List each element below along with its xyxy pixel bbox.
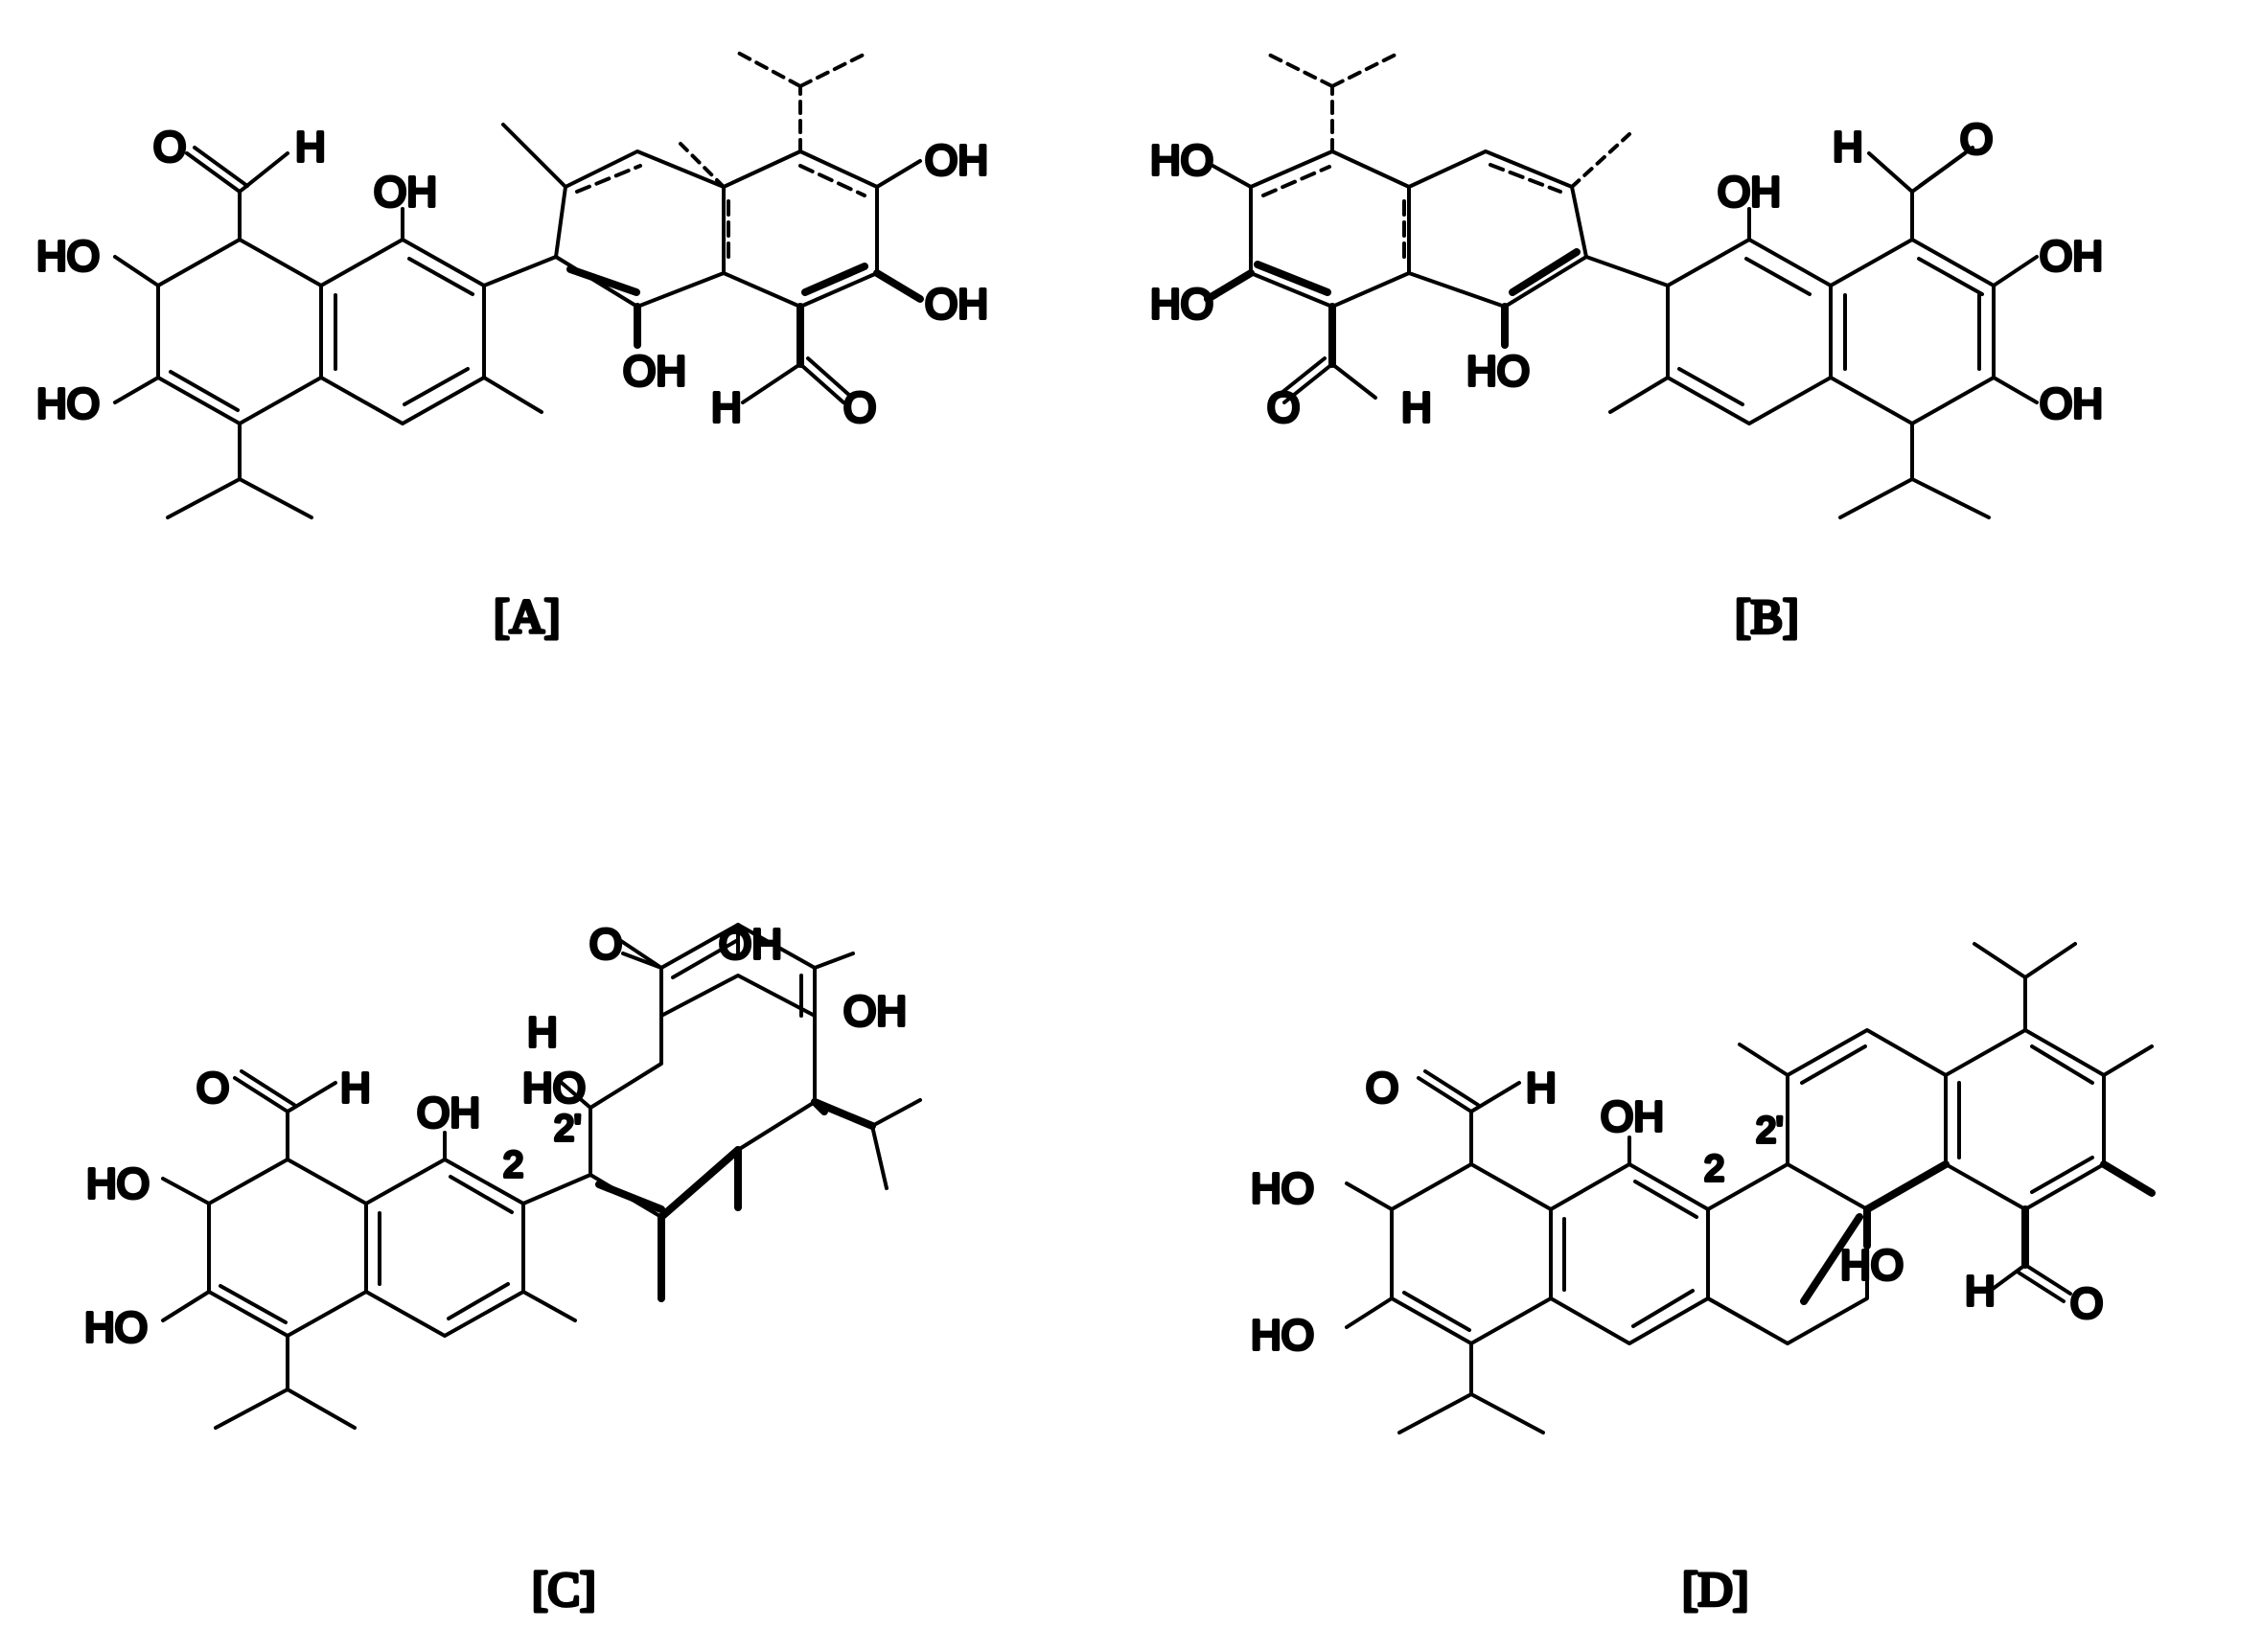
- atom-label: OH: [719, 921, 782, 968]
- atom-label: O: [1960, 116, 1993, 163]
- atom-label: OH: [2040, 380, 2103, 427]
- atom-label: HO: [36, 380, 100, 427]
- atom-label: O: [589, 921, 622, 968]
- locant-label: 2': [554, 1109, 581, 1149]
- atom-label: HO: [1150, 281, 1213, 328]
- locant-label: 2: [1704, 1149, 1724, 1189]
- atom-label: O: [1267, 384, 1300, 431]
- atom-label: HO: [522, 1065, 586, 1112]
- atom-label: OH: [1601, 1093, 1664, 1140]
- atom-label: OH: [925, 281, 988, 328]
- atom-label: OH: [1718, 169, 1781, 216]
- structure-d-labels: O H HO HO OH 2 2' HO H O [D]: [1249, 1063, 2105, 1618]
- atom-label: H: [1526, 1065, 1557, 1112]
- atom-label: H: [340, 1065, 371, 1112]
- atom-label: H: [527, 1009, 558, 1056]
- structure-a-labels: O H HO HO OH OH OH OH H O [A]: [35, 122, 990, 645]
- atom-label: OH: [925, 137, 988, 184]
- panel-caption: [D]: [1682, 1562, 1748, 1616]
- structure-c-labels: O H HO HO OH 2 2' HO O H OH OH [C]: [82, 919, 909, 1618]
- structure-b-labels: HO HO O H HO OH H O OH OH [B]: [1148, 114, 2105, 645]
- structure-b: [1204, 51, 2039, 519]
- atom-label: OH: [374, 169, 437, 216]
- atom-label: HO: [1251, 1165, 1314, 1212]
- structure-c: [161, 923, 922, 1430]
- atom-label: OH: [843, 988, 907, 1035]
- atom-label: HO: [1150, 137, 1213, 184]
- locant-label: 2': [1756, 1111, 1783, 1151]
- atom-label: OH: [623, 348, 686, 395]
- atom-label: O: [196, 1065, 229, 1112]
- atom-label: OH: [417, 1090, 480, 1136]
- locant-label: 2: [503, 1145, 523, 1185]
- atom-label: OH: [2040, 233, 2103, 280]
- atom-label: HO: [36, 233, 100, 280]
- atom-label: HO: [1251, 1312, 1314, 1359]
- atom-label: HO: [1840, 1242, 1904, 1289]
- structure-a: [113, 51, 924, 519]
- structure-d: [1345, 942, 2156, 1434]
- atom-label: H: [295, 124, 326, 171]
- atom-label: O: [2070, 1280, 2103, 1327]
- atom-label: HO: [84, 1304, 148, 1351]
- atom-label: O: [843, 384, 876, 431]
- atom-label: O: [153, 124, 186, 171]
- atom-label: HO: [86, 1160, 150, 1207]
- atom-label: H: [1401, 384, 1432, 431]
- panel-caption: [A]: [494, 589, 560, 643]
- panel-caption: [B]: [1735, 589, 1799, 643]
- panel-caption: [C]: [532, 1562, 596, 1616]
- atom-label: H: [1833, 124, 1863, 171]
- atom-label: O: [1366, 1065, 1398, 1112]
- atom-label: H: [1965, 1268, 1996, 1315]
- atom-label: HO: [1466, 348, 1530, 395]
- atom-label: H: [711, 384, 742, 431]
